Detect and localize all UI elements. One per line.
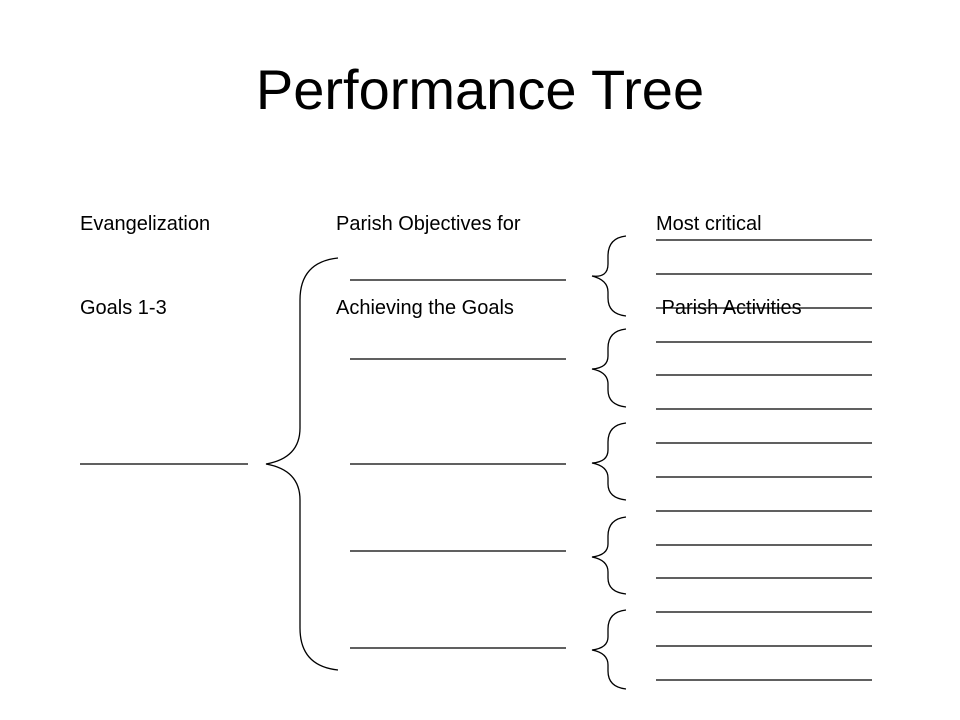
- column-heading-objectives-line2: Achieving the Goals: [336, 297, 514, 319]
- objective-brace: [591, 422, 627, 501]
- column-heading-goals: Evangelization Goals 1-3: [80, 154, 210, 350]
- column-heading-activities-line1: Most critical: [656, 213, 762, 235]
- column-heading-goals-line2: Goals 1-3: [80, 297, 167, 319]
- objective-brace: [591, 328, 627, 408]
- column-heading-goals-line1: Evangelization: [80, 213, 211, 235]
- page-title: Performance Tree: [255, 58, 705, 121]
- goal-brace: [265, 257, 339, 671]
- objective-brace: [591, 516, 627, 595]
- column-heading-objectives-line1: Parish Objectives for: [336, 213, 521, 235]
- objective-brace: [591, 235, 627, 317]
- objective-brace: [591, 609, 627, 690]
- column-heading-objectives: Parish Objectives for Achieving the Goal…: [336, 154, 521, 350]
